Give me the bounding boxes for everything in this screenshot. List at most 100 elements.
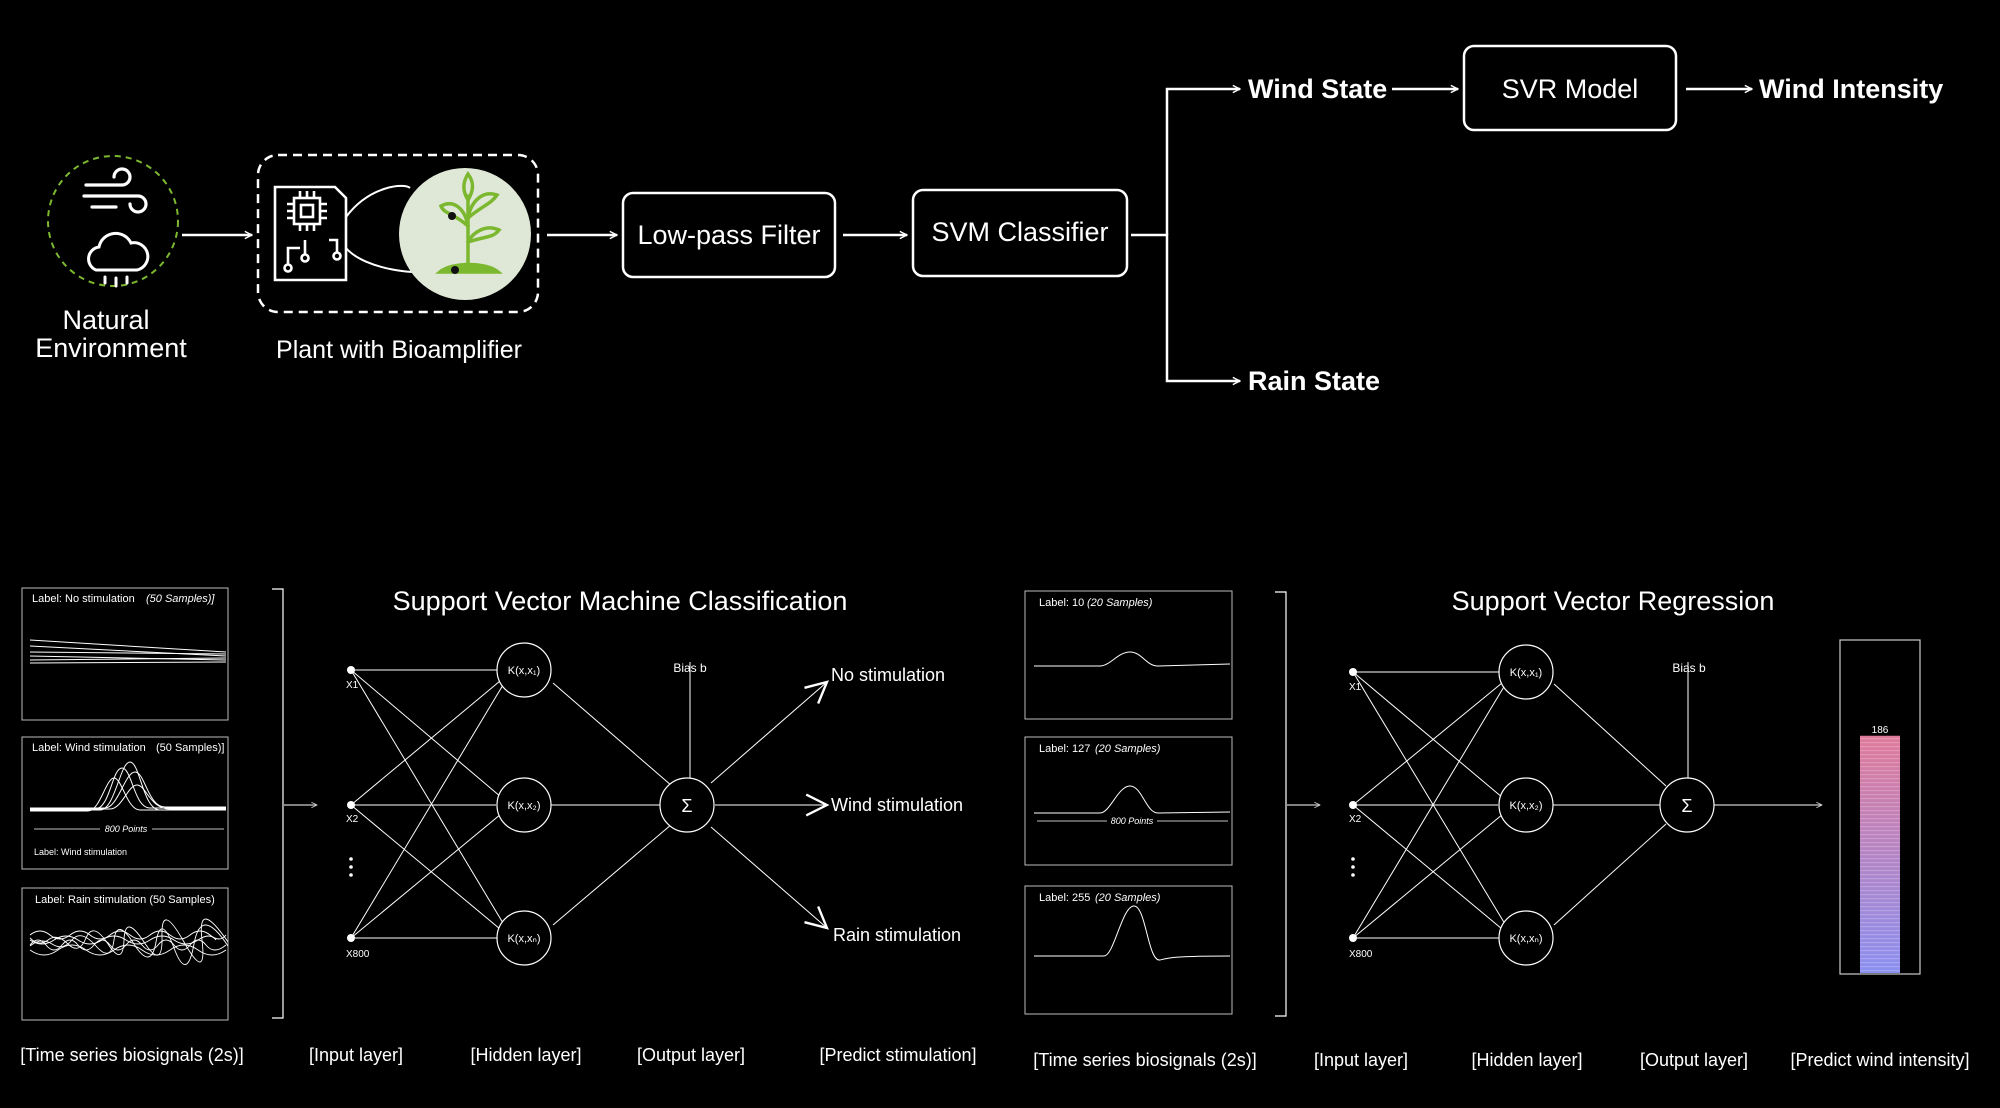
input-node-800 (347, 934, 355, 942)
ellipsis-dots (1351, 857, 1355, 877)
svm-connections (350, 662, 828, 939)
plot-label-main: Label: Rain stimulation (50 Samples) (35, 894, 215, 906)
plant-circle (399, 168, 531, 300)
plot-label-main: Label: 10 (1039, 597, 1084, 609)
points-label: 800 Points (1111, 816, 1154, 826)
plot-label-10: Label: 10 (20 Samples) (1024, 590, 1233, 720)
caption-hidden-layer: [Hidden layer] (470, 1045, 581, 1065)
svm-plots: Label: No stimulation (50 Samples)] Labe… (21, 587, 229, 1021)
intensity-bar-value: 186 (1872, 725, 1889, 736)
intensity-bar-stripes (1860, 738, 1900, 972)
electrode-dot-top (448, 212, 456, 220)
svr-model-box: SVR Model (1462, 44, 1678, 132)
svr-title: Support Vector Regression (1452, 586, 1775, 616)
caption-output-layer: [Output layer] (637, 1045, 745, 1065)
plot-inner-label: Label: Wind stimulation (34, 847, 127, 857)
input-node-800 (1349, 934, 1357, 942)
plot-label-127: Label: 127 (20 Samples) 800 Points (1024, 736, 1233, 866)
input-label-2: X2 (346, 814, 359, 825)
caption-output-layer: [Output layer] (1640, 1050, 1748, 1070)
hidden-label-1: K(x,x₁) (1510, 667, 1542, 679)
bias-label: Bias b (1672, 661, 1706, 675)
plot-label-main: Label: Wind stimulation (32, 742, 146, 754)
natural-environment-label-1: Natural (62, 305, 149, 335)
plot-label-main: Label: 127 (1039, 743, 1090, 755)
arrow-svm-to-rain (1131, 233, 1240, 381)
caption-time-series: [Time series biosignals (2s)] (1033, 1050, 1256, 1070)
caption-predict-stimulation: [Predict stimulation] (819, 1045, 976, 1065)
circuit-board-icon (273, 185, 348, 282)
input-label-1: X1 (1349, 682, 1362, 693)
hidden-node-2 (496, 777, 552, 833)
hidden-node-n (496, 910, 552, 966)
wind-intensity-label: Wind Intensity (1759, 74, 1943, 104)
svm-bracket (272, 588, 284, 1019)
input-node-1 (1349, 668, 1357, 676)
environment-ring (47, 155, 179, 287)
arrow-out-rain (710, 826, 827, 928)
svr-network: X1 X2 X800 K(x,x₁) K(x,x₂) K(x,xₙ) Σ Bia… (1349, 644, 1822, 966)
svm-title: Support Vector Machine Classification (393, 586, 848, 616)
input-label-2: X2 (1349, 814, 1362, 825)
plot-label-italic: (20 Samples) (1095, 892, 1161, 904)
electrode-wire-top (345, 185, 411, 218)
input-node-2 (347, 801, 355, 809)
input-node-2 (1349, 801, 1357, 809)
plant-with-bioamplifier: Plant with Bioamplifier (256, 153, 540, 364)
caption-input-layer: [Input layer] (1314, 1050, 1408, 1070)
sum-symbol: Σ (681, 796, 692, 816)
input-label-1: X1 (346, 680, 359, 691)
plot-label-main: Label: No stimulation (32, 593, 135, 605)
arrow-out-no (710, 682, 827, 784)
natural-environment-label-2: Environment (35, 333, 187, 363)
wind-state-label: Wind State (1248, 74, 1387, 104)
caption-predict-wind-intensity: [Predict wind intensity] (1790, 1050, 1969, 1070)
intensity-bar-frame (1839, 639, 1921, 975)
sum-node (1659, 777, 1715, 833)
points-label: 800 Points (105, 824, 148, 834)
lowpass-label: Low-pass Filter (637, 220, 820, 250)
plot-no-stimulation: Label: No stimulation (50 Samples)] (21, 587, 229, 721)
bioamplifier-frame (256, 153, 540, 314)
svr-plots: Label: 10 (20 Samples) Label: 127 (20 Sa… (1024, 590, 1233, 1015)
hidden-label-n: K(x,xₙ) (1509, 933, 1542, 945)
hidden-label-2: K(x,x₂) (1510, 800, 1543, 812)
plot-wind-stimulation: Label: Wind stimulation (50 Samples)] 80… (21, 736, 229, 870)
plot-label-255: Label: 255 (20 Samples) (1024, 885, 1233, 1015)
ellipsis-dots (349, 857, 353, 877)
input-label-800: X800 (1349, 949, 1373, 960)
hidden-label-1: K(x,x₁) (508, 665, 540, 677)
hidden-label-2: K(x,x₂) (508, 800, 541, 812)
svr-connections (1352, 662, 1822, 939)
plot-label-tail: (50 Samples)] (156, 742, 224, 754)
rain-cloud-icon (87, 231, 150, 288)
svm-label: SVM Classifier (931, 217, 1108, 247)
svm-classifier-box: SVM Classifier (911, 188, 1129, 278)
rain-state-label: Rain State (1248, 366, 1380, 396)
hidden-node-n (1498, 910, 1554, 966)
svm-network: X1 X2 X800 K(x,x₁) K(x,x₂) K(x,xₙ) Σ Bia… (346, 642, 828, 966)
input-node-1 (347, 666, 355, 674)
bias-label: Bias b (673, 661, 707, 675)
caption-input-layer: [Input layer] (309, 1045, 403, 1065)
svr-label: SVR Model (1502, 74, 1639, 104)
hidden-node-2 (1498, 777, 1554, 833)
sum-node (659, 777, 715, 833)
input-label-800: X800 (346, 949, 370, 960)
hidden-label-n: K(x,xₙ) (507, 933, 540, 945)
output-wind-stimulation: Wind stimulation (831, 795, 963, 815)
caption-hidden-layer: [Hidden layer] (1471, 1050, 1582, 1070)
hidden-node-1 (1498, 644, 1554, 700)
intensity-bar-fill (1860, 735, 1900, 973)
electrode-dot-bottom (451, 266, 459, 274)
natural-environment: Natural Environment (35, 155, 187, 363)
plant-label: Plant with Bioamplifier (276, 336, 522, 364)
plot-label-main: Label: 255 (1039, 892, 1090, 904)
wind-intensity-bar: 186 (1839, 639, 1921, 975)
wind-icon (82, 167, 148, 214)
plot-label-italic: (50 Samples)] (146, 593, 215, 605)
output-rain-stimulation: Rain stimulation (833, 925, 961, 945)
plot-label-italic: (20 Samples) (1095, 743, 1161, 755)
plot-rain-stimulation: Label: Rain stimulation (50 Samples) (21, 887, 229, 1021)
